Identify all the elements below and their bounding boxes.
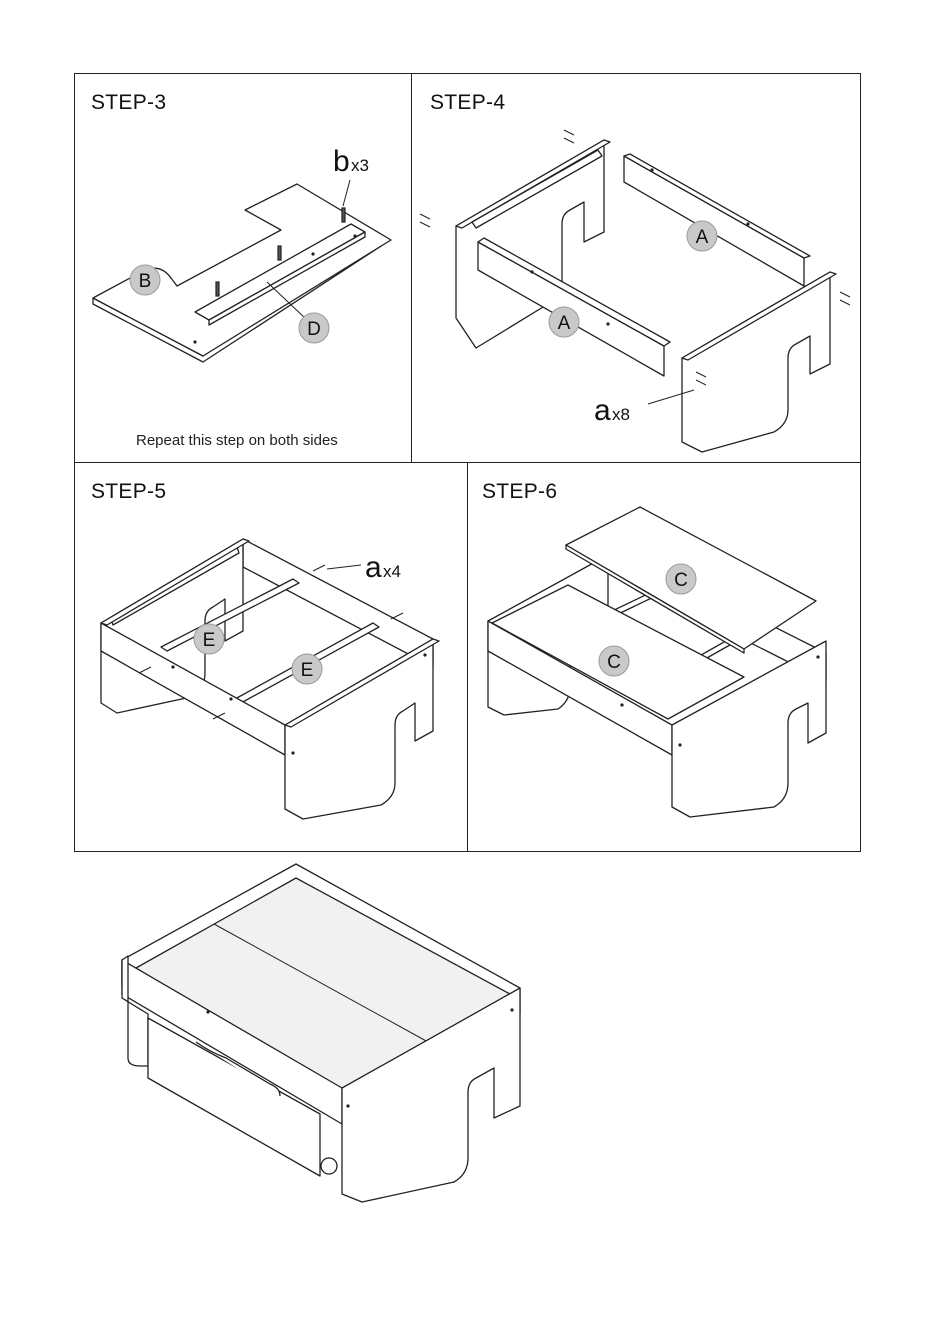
step-4-illustration: A A a x8 (412, 74, 862, 464)
label-c-upper: C (674, 570, 688, 591)
step-5-illustration: E E a x4 (75, 463, 469, 853)
fastener-a-letter: a (594, 394, 611, 427)
label-c-lower: C (607, 652, 621, 673)
label-a-front: A (558, 313, 571, 334)
hole (606, 322, 609, 325)
screw-a (840, 292, 850, 305)
step-6-panel: STEP-6 C C (467, 462, 861, 852)
fastener-b-qty: x3 (351, 156, 369, 175)
screw-b-1 (342, 208, 345, 222)
step-4-panel: STEP-4 (411, 73, 861, 463)
label-b: B (139, 271, 152, 292)
leader-line (343, 180, 350, 206)
step-5-panel: STEP-5 (74, 462, 468, 852)
label-a-back: A (696, 227, 709, 248)
hole (346, 1104, 349, 1107)
step-3-panel: STEP-3 B D b x3 (74, 73, 412, 463)
panel-a-back (624, 156, 804, 286)
screw-b-2 (278, 246, 281, 260)
hole (650, 168, 653, 171)
final-assembly-illustration (110, 862, 530, 1212)
fastener-b-letter: b (333, 145, 350, 178)
hole (746, 222, 749, 225)
step-6-illustration: C C (468, 463, 862, 853)
hole (678, 743, 681, 746)
leader-line (327, 565, 361, 569)
hole (620, 703, 623, 706)
hole (353, 234, 356, 237)
step-3-note: Repeat this step on both sides (136, 432, 338, 449)
screw-a (564, 130, 574, 143)
hole (530, 270, 533, 273)
screw-a (391, 613, 403, 619)
caster-wheel (321, 1158, 337, 1174)
hole (311, 252, 314, 255)
hole (816, 655, 819, 658)
step-3-illustration: B D b x3 (75, 74, 413, 464)
hole (206, 1010, 209, 1013)
fastener-a-qty: x8 (612, 405, 630, 424)
fastener-a-qty: x4 (383, 562, 401, 581)
screw-a (313, 565, 325, 571)
hole (291, 751, 294, 754)
hole (171, 665, 174, 668)
hole (510, 1008, 513, 1011)
screw-b-3 (216, 282, 219, 296)
screw-a (420, 214, 430, 227)
end-panel-right (682, 272, 830, 452)
hole (193, 340, 196, 343)
label-e-2: E (301, 660, 314, 681)
label-d: D (307, 319, 321, 340)
fastener-a-letter: a (365, 551, 382, 584)
hole (423, 653, 426, 656)
hole (229, 697, 232, 700)
label-e-1: E (203, 630, 216, 651)
